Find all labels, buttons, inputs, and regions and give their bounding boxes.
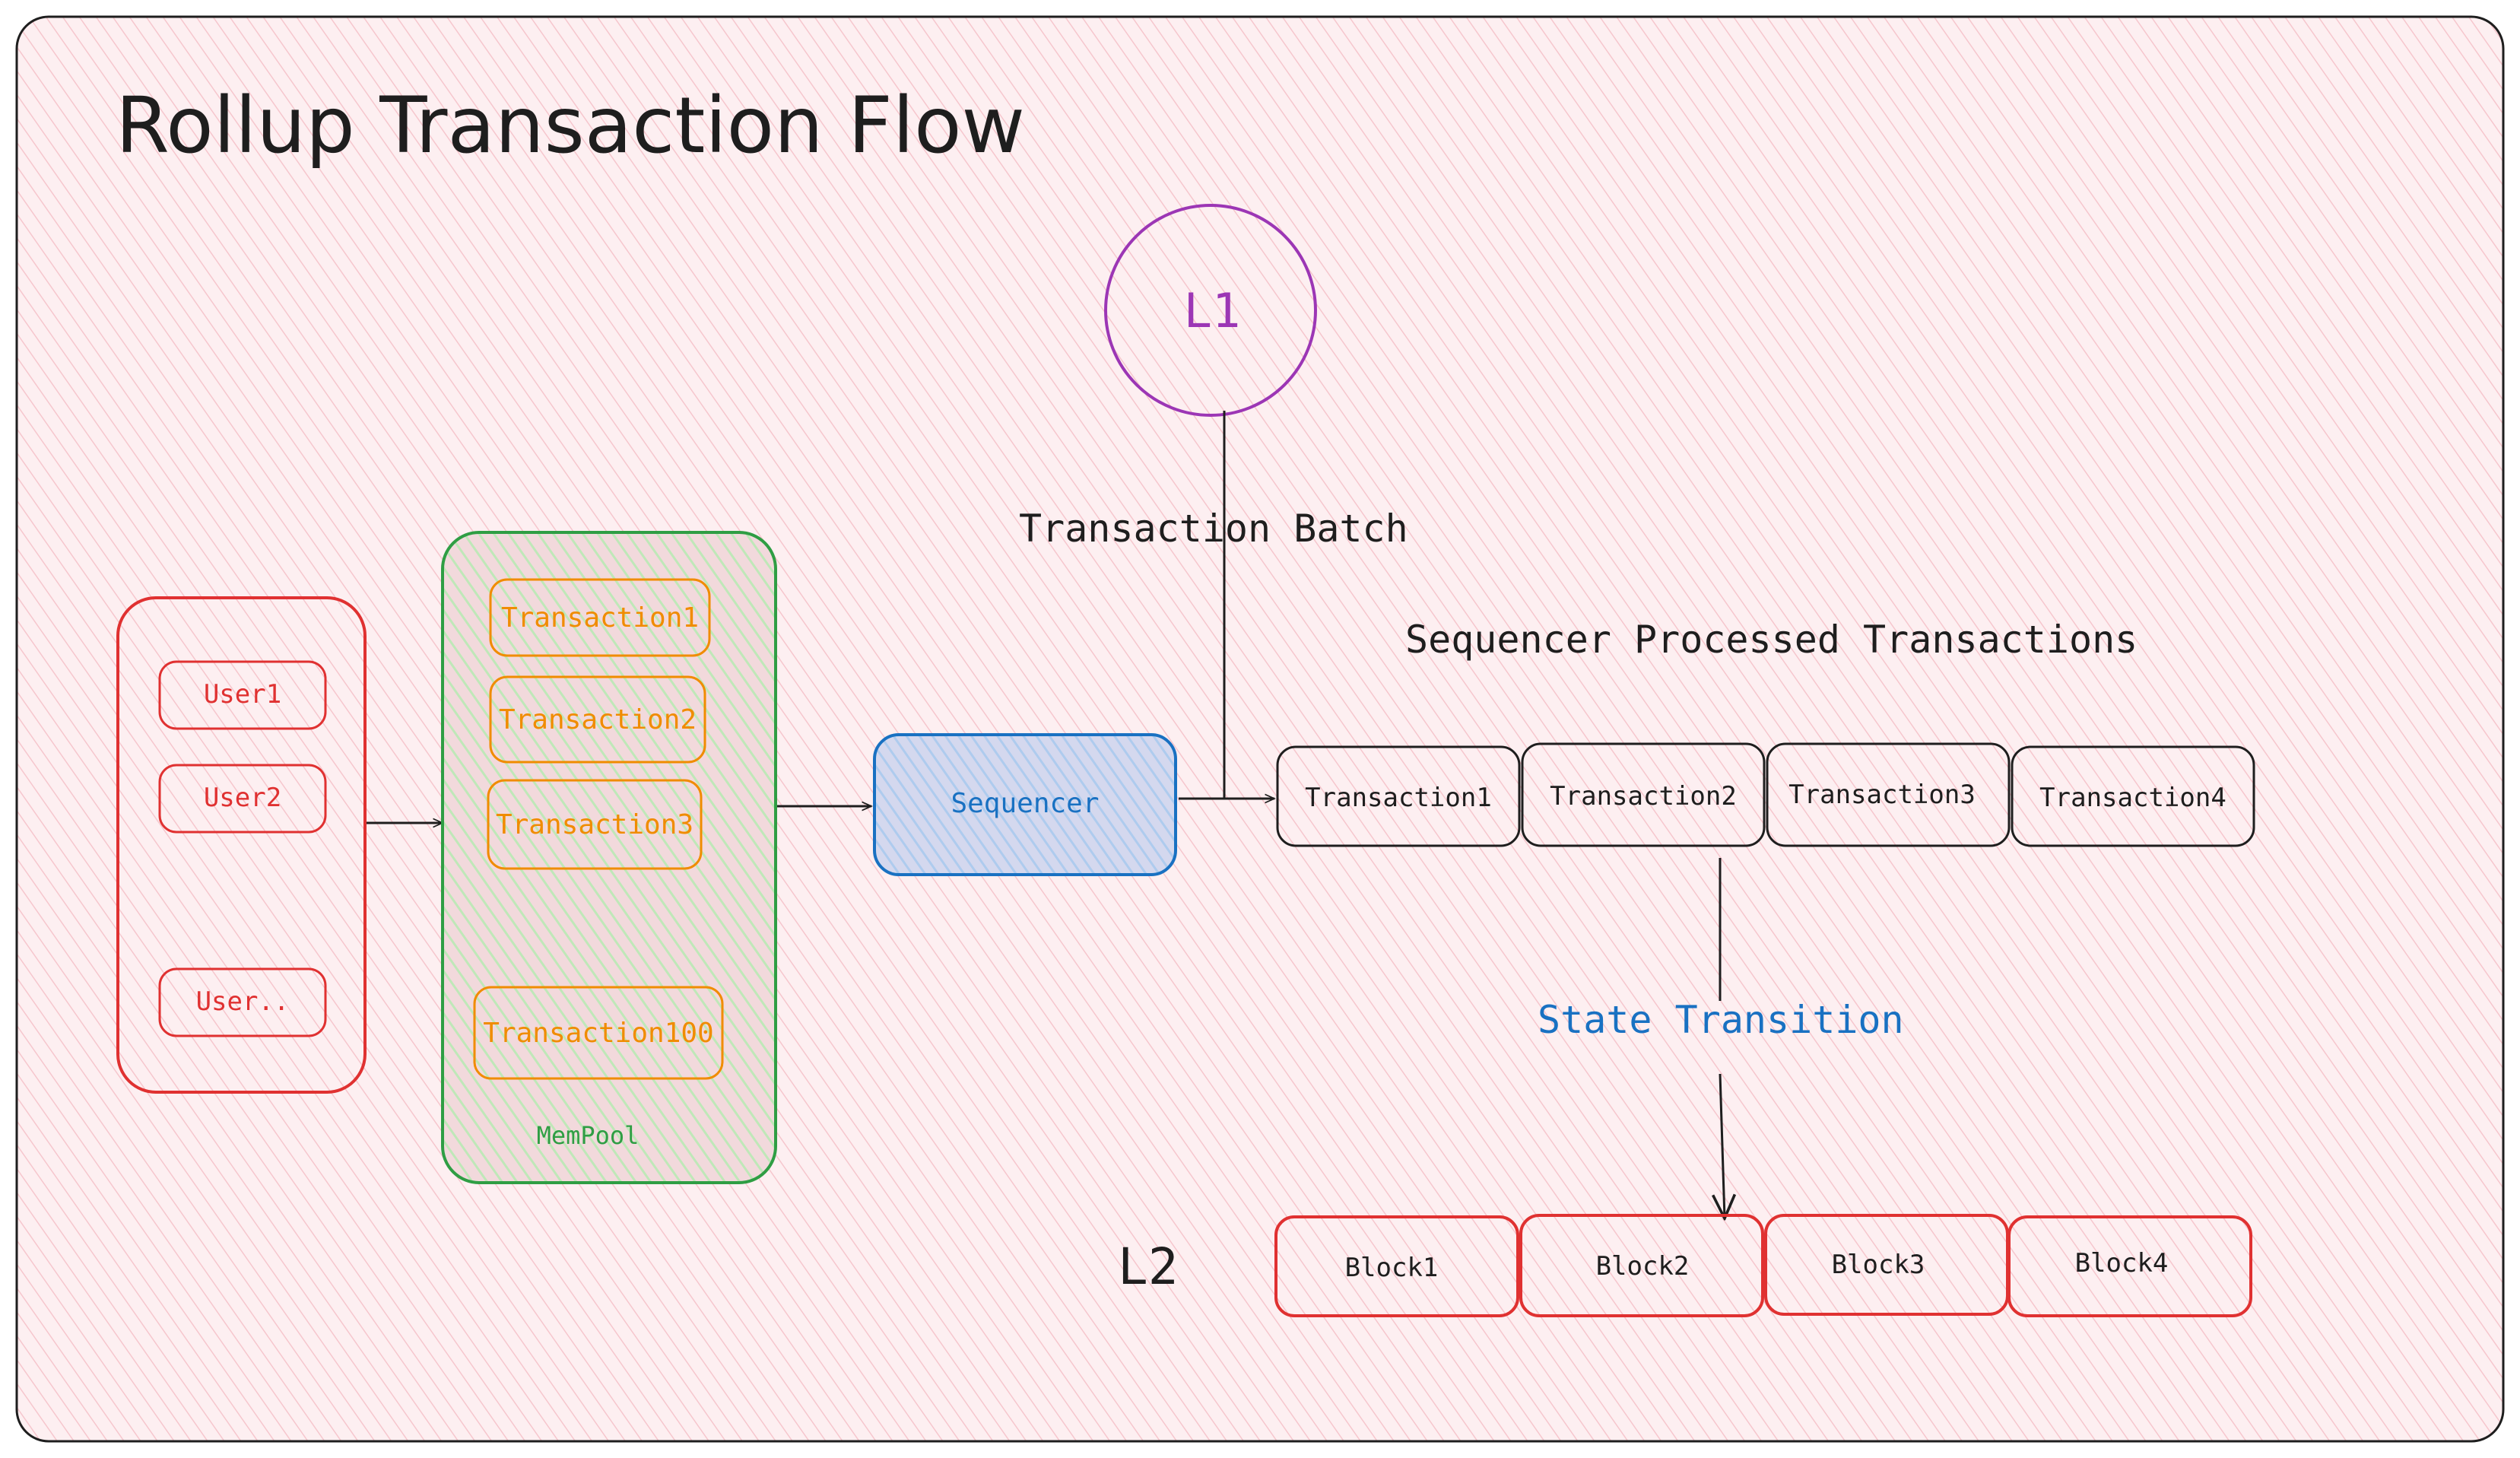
l2-block[interactable]: Block4 [2007,1215,2252,1317]
l1-circle [1104,204,1317,417]
processed-transaction-label: Transaction4 [2039,783,2226,813]
processed-transaction[interactable]: Transaction1 [1276,745,1521,847]
users-container [116,596,367,1094]
l2-label: L2 [1118,1237,1178,1296]
sequencer-box [873,733,1177,876]
l2-blocks[interactable]: Block1 Block2 Block3 Block4 [1274,1214,2252,1317]
user-label: User2 [204,783,281,813]
mempool-transaction-label: Transaction1 [501,602,699,634]
diagram-frame [15,15,2505,1443]
processed-transaction-label: Transaction2 [1550,781,1737,812]
mempool-transaction[interactable]: Transaction1 [489,578,711,657]
mempool-transaction-label: Transaction2 [499,704,697,735]
mempool-transaction[interactable]: Transaction100 [473,986,724,1080]
state-transition-arrow [1720,1073,1725,1218]
user-item[interactable]: User.. [158,967,327,1037]
l2-block-label: Block4 [2075,1248,2169,1279]
l2-block[interactable]: Block2 [1519,1214,1764,1317]
mempool-transaction[interactable]: Transaction2 [489,675,706,764]
processed-transaction[interactable]: Transaction2 [1521,742,1766,847]
l2-block-label: Block2 [1596,1251,1690,1282]
mempool-transaction-label: Transaction3 [496,809,693,840]
l1-node[interactable]: L1 [1104,204,1317,417]
l1-label: L1 [1184,283,1241,338]
l2-block[interactable]: Block1 [1274,1215,1519,1317]
processed-transaction-label: Transaction3 [1788,780,1976,810]
user-label: User.. [196,986,290,1017]
sequencer-label: Sequencer [951,788,1099,819]
processed-transactions[interactable]: Transaction1 Transaction2 Transaction3 T… [1276,742,2255,847]
sequencer-node[interactable]: Sequencer [873,733,1177,876]
l2-block-label: Block3 [1832,1250,1925,1280]
state-transition-label: State Transition [1538,998,1904,1042]
mempool-transaction-label: Transaction100 [483,1018,713,1049]
users-group[interactable]: User1 User2 User.. [116,596,367,1094]
processed-heading: Sequencer Processed Transactions [1405,618,2138,662]
user-item[interactable]: User1 [158,660,327,730]
mempool-transaction[interactable]: Transaction3 [487,779,703,870]
mempool-container [441,531,777,1184]
transaction-batch-label: Transaction Batch [1019,507,1408,551]
mempool-label: MemPool [537,1121,640,1150]
page-title: Rollup Transaction Flow [116,81,1025,171]
processed-transaction[interactable]: Transaction4 [2011,745,2255,847]
mempool-group[interactable]: Transaction1 Transaction2 Transaction3 T… [441,531,777,1184]
processed-transaction-label: Transaction1 [1305,783,1492,813]
user-item[interactable]: User2 [158,764,327,834]
processed-transaction[interactable]: Transaction3 [1766,742,2011,847]
l2-block-label: Block1 [1345,1253,1439,1283]
user-label: User1 [204,679,281,710]
